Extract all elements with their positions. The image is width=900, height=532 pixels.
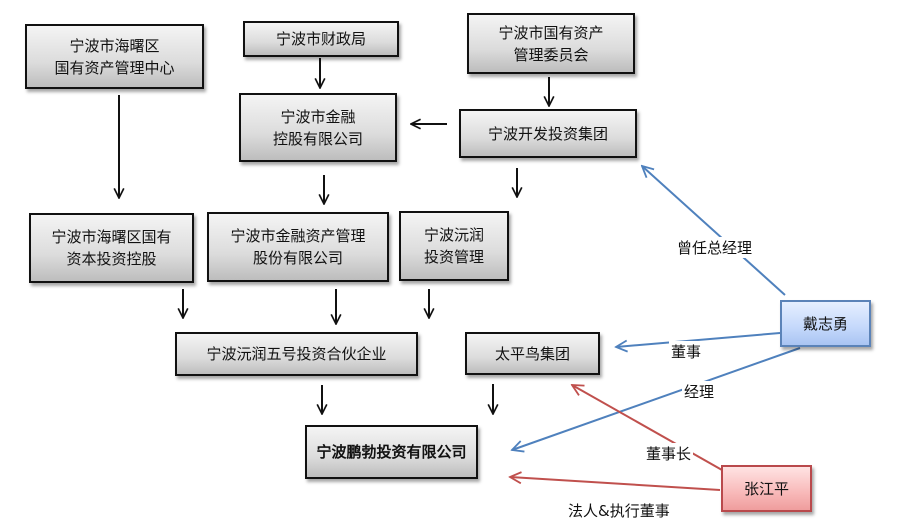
node-peacebird-group[interactable]: 太平鸟集团 bbox=[465, 332, 600, 375]
label-manager: 经理 bbox=[682, 381, 717, 402]
arrow-dai-to-peacebird bbox=[616, 332, 781, 347]
label-director: 董事 bbox=[669, 341, 704, 362]
node-ningbo-sasac[interactable]: 宁波市国有资产 管理委员会 bbox=[467, 13, 635, 74]
label-chairman: 董事长 bbox=[644, 443, 694, 464]
arrow-dai-to-dev-invest bbox=[642, 166, 786, 296]
arrow-zhang-to-pengbo bbox=[510, 477, 721, 491]
person-dai-zhiyong[interactable]: 戴志勇 bbox=[780, 300, 871, 347]
node-haishu-state-asset-center[interactable]: 宁波市海曙区 国有资产管理中心 bbox=[25, 24, 204, 89]
label-former-general-manager: 曾任总经理 bbox=[675, 237, 755, 258]
node-ningbo-pengbo-invest[interactable]: 宁波鹏勃投资有限公司 bbox=[305, 425, 478, 479]
node-ningbo-dev-invest-group[interactable]: 宁波开发投资集团 bbox=[459, 109, 637, 158]
node-yuanrun-invest-mgmt[interactable]: 宁波沅润 投资管理 bbox=[399, 211, 509, 281]
arrow-dai-to-pengbo bbox=[512, 347, 801, 450]
node-ningbo-financial-holding[interactable]: 宁波市金融 控股有限公司 bbox=[239, 93, 397, 162]
arrow-zhang-to-peacebird bbox=[572, 385, 723, 471]
node-haishu-state-capital[interactable]: 宁波市海曙区国有 资本投资控股 bbox=[29, 213, 194, 283]
label-legal-rep-exec-director: 法人&执行董事 bbox=[566, 500, 672, 521]
node-yuanrun-no5-partnership[interactable]: 宁波沅润五号投资合伙企业 bbox=[175, 332, 418, 376]
node-ningbo-financial-asset-mgmt[interactable]: 宁波市金融资产管理 股份有限公司 bbox=[207, 212, 389, 282]
node-ningbo-finance-bureau[interactable]: 宁波市财政局 bbox=[243, 21, 399, 57]
person-zhang-jiangping[interactable]: 张江平 bbox=[721, 465, 812, 512]
